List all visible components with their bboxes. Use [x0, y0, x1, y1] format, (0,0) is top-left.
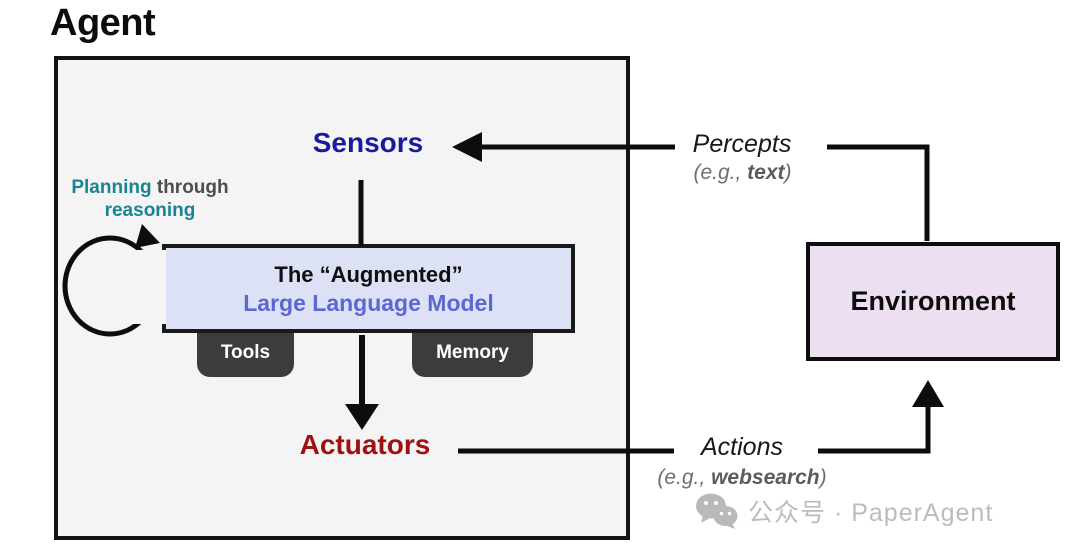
watermark-text: 公众号 · PaperAgent	[748, 499, 994, 527]
actions-label: Actions	[701, 433, 783, 461]
llm-box-subtitle: Large Language Model	[243, 289, 494, 316]
watermark: 公众号 · PaperAgent	[694, 492, 993, 530]
planning-line-2: reasoning	[104, 200, 196, 221]
wechat-icon	[696, 493, 738, 529]
planning-label: Planning through reasoning	[58, 176, 242, 222]
actions-example: (e.g., websearch)	[657, 466, 827, 489]
environment-box: Environment	[806, 242, 1060, 361]
percepts-label: Percepts	[692, 130, 792, 158]
tools-tab: Tools	[197, 333, 294, 377]
memory-tab: Memory	[412, 333, 533, 377]
agent-title: Agent	[50, 2, 156, 44]
actuators-label: Actuators	[299, 429, 431, 460]
planning-line-1: Planning through	[71, 177, 229, 198]
up-arrowhead-icon	[912, 380, 944, 407]
sensors-label: Sensors	[312, 127, 424, 158]
llm-box-title: The “Augmented”	[274, 261, 463, 287]
llm-box: The “Augmented” Large Language Model	[162, 244, 575, 333]
percepts-example: (e.g., text)	[693, 161, 792, 184]
environment-label: Environment	[850, 286, 1016, 316]
